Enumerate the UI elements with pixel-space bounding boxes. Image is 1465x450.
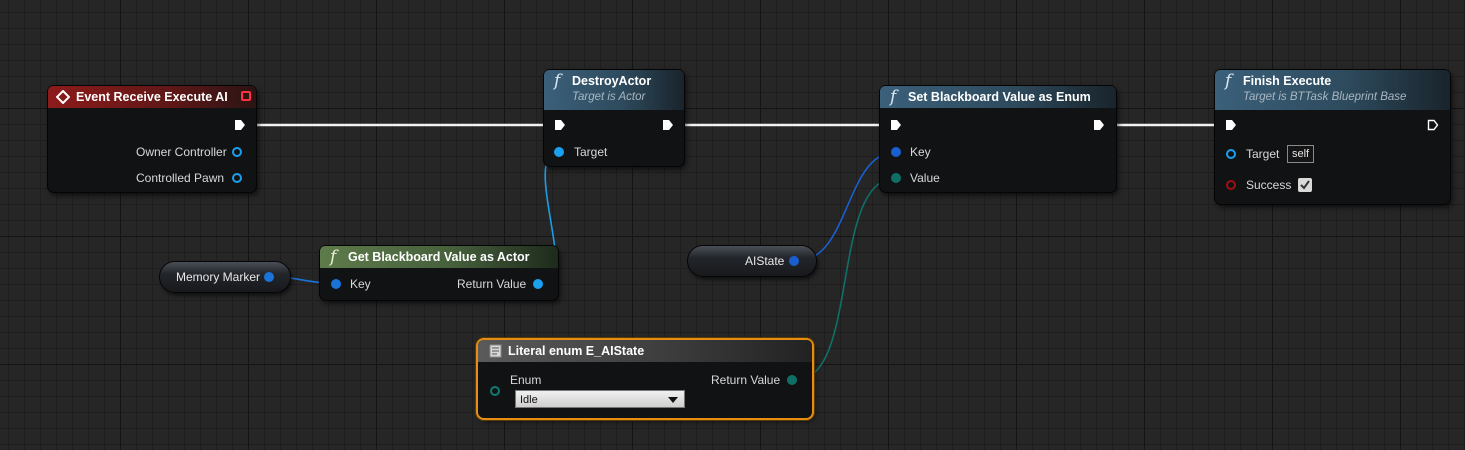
enum-value-dropdown[interactable]: Idle bbox=[515, 390, 685, 408]
get-blackboard-value-as-actor-node[interactable]: f Get Blackboard Value as Actor Key Retu… bbox=[320, 246, 558, 300]
node-title: Set Blackboard Value as Enum bbox=[908, 90, 1091, 104]
target-label: Target bbox=[574, 145, 608, 159]
owner-controller-label: Owner Controller bbox=[136, 145, 227, 159]
key-label: Key bbox=[350, 277, 371, 291]
node-header: Literal enum E_AIState bbox=[478, 340, 812, 362]
node-header: f Get Blackboard Value as Actor bbox=[320, 246, 558, 268]
exec-out-pin[interactable] bbox=[1093, 119, 1105, 131]
literal-enum-e-aistate-node[interactable]: Literal enum E_AIState Enum Idle Return … bbox=[478, 340, 812, 418]
node-title: Get Blackboard Value as Actor bbox=[348, 250, 530, 264]
function-icon: f bbox=[330, 247, 337, 267]
target-pin[interactable] bbox=[554, 147, 564, 157]
aistate-variable[interactable]: AIState bbox=[688, 246, 816, 276]
wire-literal-value bbox=[795, 177, 897, 381]
node-header: f DestroyActor Target is Actor bbox=[544, 70, 684, 110]
enum-selected-value: Idle bbox=[520, 394, 538, 406]
key-pin[interactable] bbox=[331, 279, 341, 289]
aistate-out-pin[interactable] bbox=[789, 256, 799, 266]
return-value-label: Return Value bbox=[457, 277, 527, 291]
node-subtitle: Target is BTTask Blueprint Base bbox=[1243, 91, 1407, 103]
controlled-pawn-label: Controlled Pawn bbox=[136, 171, 225, 185]
node-subtitle: Target is Actor bbox=[572, 91, 646, 103]
exec-in-pin[interactable] bbox=[1225, 119, 1237, 131]
exec-out-pin[interactable] bbox=[234, 119, 246, 131]
success-checkbox[interactable] bbox=[1298, 178, 1312, 192]
enum-pin[interactable] bbox=[490, 386, 500, 396]
value-pin[interactable] bbox=[891, 173, 901, 183]
return-value-label: Return Value bbox=[711, 373, 781, 387]
function-icon: f bbox=[1225, 71, 1232, 91]
function-icon: f bbox=[890, 87, 897, 107]
return-value-pin[interactable] bbox=[533, 279, 543, 289]
function-icon: f bbox=[554, 71, 561, 91]
exec-out-pin[interactable] bbox=[1427, 119, 1439, 131]
variable-label: Memory Marker bbox=[176, 270, 261, 284]
target-default-value[interactable]: self bbox=[1287, 145, 1315, 163]
finish-execute-node[interactable]: f Finish Execute Target is BTTask Bluepr… bbox=[1215, 70, 1450, 204]
success-label: Success bbox=[1246, 178, 1292, 192]
chevron-down-icon bbox=[668, 397, 678, 403]
exec-in-pin[interactable] bbox=[554, 119, 566, 131]
value-label: Value bbox=[910, 171, 940, 185]
node-header: f Finish Execute Target is BTTask Bluepr… bbox=[1215, 70, 1450, 110]
exec-out-pin[interactable] bbox=[662, 119, 674, 131]
node-header: f Set Blackboard Value as Enum bbox=[880, 86, 1116, 108]
event-diamond-icon bbox=[56, 90, 70, 104]
target-label: Target bbox=[1246, 147, 1280, 161]
exec-in-pin[interactable] bbox=[890, 119, 902, 131]
node-header: Event Receive Execute AI bbox=[48, 86, 256, 108]
controlled-pawn-pin[interactable] bbox=[232, 173, 242, 183]
owner-controller-pin[interactable] bbox=[232, 147, 242, 157]
enum-label: Enum bbox=[510, 373, 542, 387]
target-pin[interactable] bbox=[1226, 149, 1236, 159]
memory-marker-variable[interactable]: Memory Marker bbox=[160, 262, 290, 292]
enum-literal-icon bbox=[489, 344, 502, 358]
event-receive-execute-ai-node[interactable]: Event Receive Execute AI Owner Controlle… bbox=[48, 86, 256, 192]
return-value-pin[interactable] bbox=[787, 375, 797, 385]
success-pin[interactable] bbox=[1226, 180, 1236, 190]
set-blackboard-value-as-enum-node[interactable]: f Set Blackboard Value as Enum Key Value bbox=[880, 86, 1116, 192]
destroy-actor-node[interactable]: f DestroyActor Target is Actor Target bbox=[544, 70, 684, 166]
key-pin[interactable] bbox=[891, 147, 901, 157]
node-title: Event Receive Execute AI bbox=[76, 90, 228, 104]
node-title: DestroyActor bbox=[572, 74, 652, 88]
variable-label: AIState bbox=[745, 254, 785, 268]
node-title: Literal enum E_AIState bbox=[508, 344, 645, 358]
delegate-pin[interactable] bbox=[241, 91, 251, 101]
key-label: Key bbox=[910, 145, 931, 159]
memory-marker-out-pin[interactable] bbox=[264, 272, 274, 282]
checkmark-icon bbox=[1300, 180, 1310, 190]
node-title: Finish Execute bbox=[1243, 74, 1332, 88]
